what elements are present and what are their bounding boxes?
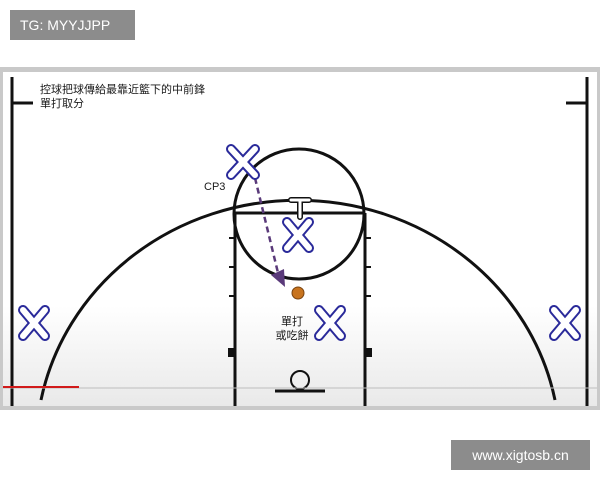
top-watermark-badge: TG: MYYJJPP (10, 10, 135, 40)
left-wing-x-marker (18, 305, 50, 341)
receiver-x-marker (282, 217, 314, 253)
post-note-line-1: 單打 (281, 315, 303, 328)
basketball (291, 286, 305, 300)
lane-hash-marks (229, 237, 371, 297)
post-move-note: 單打 或吃餅 (267, 315, 317, 343)
pass-arrowhead (271, 269, 285, 287)
pass-arrow-line (253, 177, 281, 278)
cp3-label: CP3 (204, 181, 226, 193)
caption-line-2: 單打取分 (40, 97, 84, 110)
right-wing-x-marker (549, 305, 581, 341)
caption-line-1: 控球把球傳給最靠近籃下的中前鋒 (40, 83, 205, 96)
rim (290, 370, 310, 390)
post-x-marker (314, 305, 346, 341)
basketball-halfcourt-diagram (3, 77, 597, 406)
post-note-line-2: 或吃餅 (275, 329, 309, 342)
play-caption: 控球把球傳給最靠近籃下的中前鋒 單打取分 (40, 83, 205, 111)
defender-t-marker (288, 197, 312, 220)
lane-block-left (228, 348, 235, 357)
lane-block-right (365, 348, 372, 357)
bottom-watermark-badge: www.xigtosb.cn (451, 440, 590, 470)
passer-x-marker (226, 144, 260, 180)
